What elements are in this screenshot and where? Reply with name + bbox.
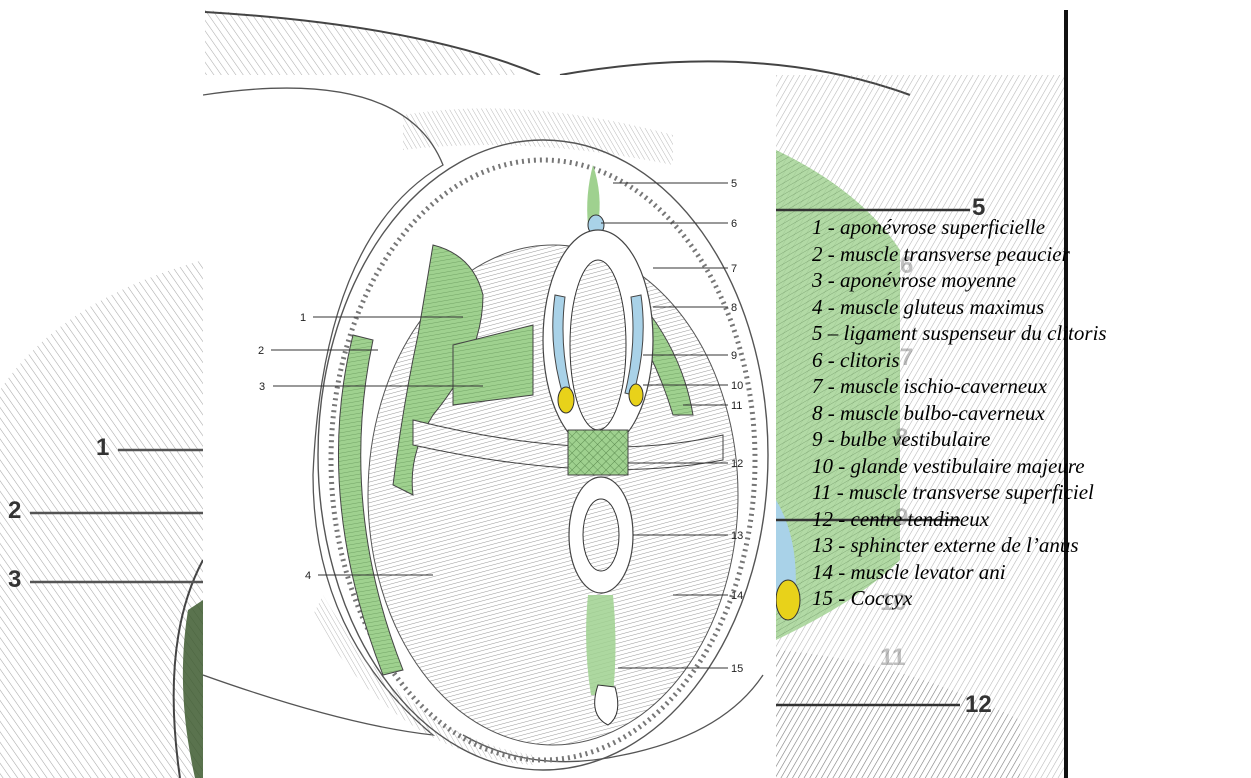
anatomy-illustration-panel: 5 6 7 8 9 10 11 12 13 14 15 1 2 3 4: [203, 75, 776, 778]
legend-item-6: 6 - clitoris: [812, 347, 1107, 374]
legend-item-2: 2 - muscle transverse peaucier: [812, 241, 1107, 268]
legend-item-13: 13 - sphincter externe de l’anus: [812, 532, 1107, 559]
diagram-label-11: 11: [731, 400, 742, 412]
anus: [583, 499, 619, 571]
diagram-label-9: 9: [731, 350, 737, 362]
diagram-label-12: 12: [731, 458, 743, 470]
bg-label-1: 1: [96, 434, 109, 461]
legend-item-9: 9 - bulbe vestibulaire: [812, 426, 1107, 453]
diagram-label-3: 3: [259, 381, 265, 393]
legend-item-8: 8 - muscle bulbo-caverneux: [812, 400, 1107, 427]
greater-vestibular-gland-right: [629, 384, 643, 406]
legend-item-15: 15 - Coccyx: [812, 585, 1107, 612]
bg-label-11: 11: [880, 644, 905, 671]
diagram-label-13: 13: [731, 530, 743, 542]
legend-item-5: 5 – ligament suspenseur du clitoris: [812, 320, 1107, 347]
legend-item-4: 4 - muscle gluteus maximus: [812, 294, 1107, 321]
anatomy-legend: 1 - aponévrose superficielle 2 - muscle …: [812, 214, 1107, 612]
legend-item-12: 12 - centre tendineux: [812, 506, 1107, 533]
diagram-label-4: 4: [305, 570, 311, 582]
perineum-diagram: 5 6 7 8 9 10 11 12 13 14 15 1 2 3 4: [203, 75, 776, 778]
diagram-label-2: 2: [258, 345, 264, 357]
bg-label-2: 2: [8, 497, 21, 524]
legend-item-1: 1 - aponévrose superficielle: [812, 214, 1107, 241]
vestibule-inner: [570, 260, 626, 430]
bg-left-hatched-region: [0, 260, 203, 778]
diagram-label-1: 1: [300, 312, 306, 324]
legend-item-10: 10 - glande vestibulaire majeure: [812, 453, 1107, 480]
anococcygeal-green: [586, 595, 615, 695]
thigh-hatching-top: [403, 108, 673, 165]
bg-top-hatched-region: [205, 10, 520, 75]
diagram-label-10: 10: [731, 380, 743, 392]
diagram-label-14: 14: [731, 590, 743, 602]
bg-label-12: 12: [965, 691, 992, 718]
bg-label-3: 3: [8, 566, 21, 593]
central-tendon: [568, 430, 628, 475]
legend-item-3: 3 - aponévrose moyenne: [812, 267, 1107, 294]
diagram-label-15: 15: [731, 663, 743, 675]
diagram-label-6: 6: [731, 218, 737, 230]
diagram-label-7: 7: [731, 263, 737, 275]
greater-vestibular-gland-left: [558, 387, 574, 413]
diagram-label-5: 5: [731, 178, 737, 190]
legend-item-7: 7 - muscle ischio-caverneux: [812, 373, 1107, 400]
legend-item-14: 14 - muscle levator ani: [812, 559, 1107, 586]
diagram-label-8: 8: [731, 302, 737, 314]
legend-item-11: 11 - muscle transverse superficiel: [812, 479, 1107, 506]
bg-right-yellow-gland: [776, 580, 800, 620]
